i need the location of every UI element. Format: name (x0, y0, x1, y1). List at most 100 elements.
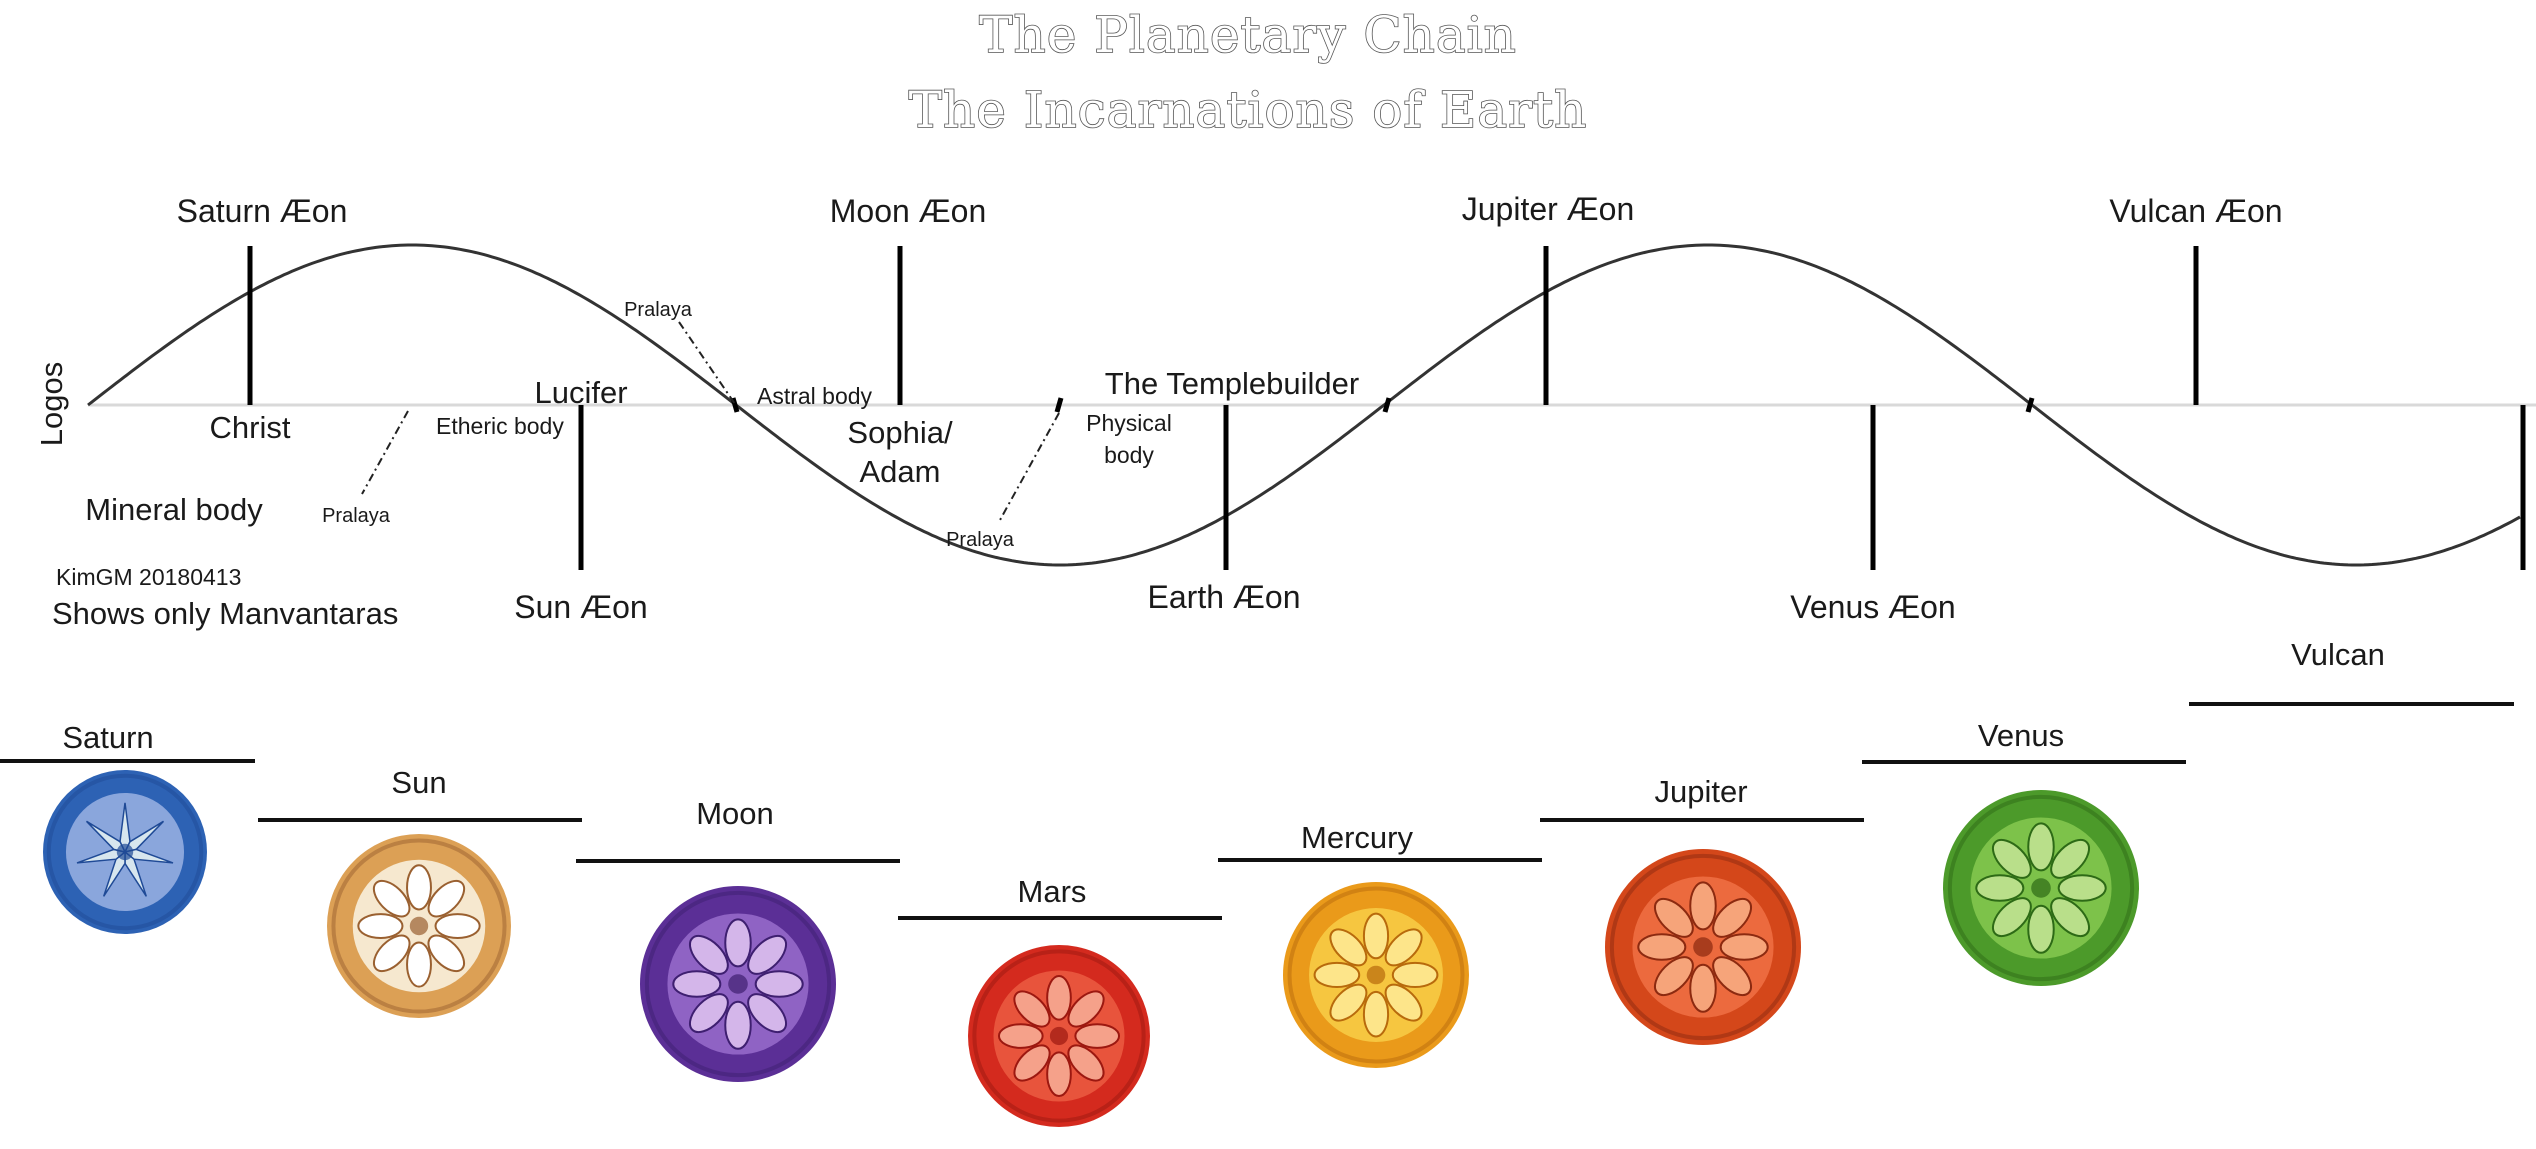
body-etheric: Etheric body (436, 413, 564, 439)
pralaya-leader-2 (678, 321, 736, 405)
emblem-petal (747, 934, 788, 975)
pralaya-leader-1 (361, 410, 409, 495)
emblem-petal (747, 993, 788, 1034)
aeon-label-venus: Venus Æon (1790, 589, 1955, 625)
emblem-rim (644, 890, 832, 1078)
emblem-petal (1362, 912, 1390, 960)
planet-name-mercury: Mercury (1301, 820, 1413, 855)
planet-name-saturn: Saturn (62, 720, 153, 755)
emblem-petal (357, 913, 404, 939)
emblem-petal (688, 993, 729, 1034)
emblem-petal (1067, 1044, 1105, 1082)
aeon-label-saturn: Saturn Æon (177, 193, 348, 229)
pralaya-leader-3 (999, 412, 1060, 521)
planet-emblem-sun (327, 834, 511, 1018)
emblem-petal (997, 1023, 1044, 1049)
aeon-label-sun: Sun Æon (514, 589, 647, 625)
planet-emblem-mars (968, 945, 1150, 1127)
planet-name-sun: Sun (391, 765, 446, 800)
emblem-petal (1719, 933, 1769, 961)
aeon-label-jupiter: Jupiter Æon (1462, 191, 1635, 227)
emblem-rim (46, 773, 204, 931)
emblem-petal (672, 970, 722, 998)
emblem-petal (2050, 897, 2091, 938)
emblem-petal (1391, 961, 1439, 989)
emblem-petal (1653, 897, 1694, 938)
being-christ: Christ (210, 410, 291, 445)
emblem-petal (1329, 983, 1368, 1022)
being-lucifer: Lucifer (534, 375, 627, 410)
emblem-petal (427, 879, 466, 918)
emblem-rim (331, 838, 507, 1014)
emblem-rim (1947, 794, 2135, 982)
body-astral: Astral body (757, 383, 873, 409)
emblem-petal (406, 864, 432, 911)
emblem-petal (724, 1000, 752, 1050)
aeon-label-earth: Earth Æon (1148, 579, 1301, 615)
emblem-petal (427, 934, 466, 973)
crossing-tick-4 (2025, 397, 2035, 413)
emblem-petal (2057, 874, 2107, 902)
emblem-petal (2027, 904, 2055, 954)
diagram-subtitle: The Incarnations of Earth (909, 81, 1588, 139)
emblem-petal (754, 970, 804, 998)
aeon-label-moon: Moon Æon (830, 193, 987, 229)
body-physical-line1: Physical (1086, 410, 1172, 436)
emblem-petal (372, 879, 411, 918)
emblem-petal (434, 913, 481, 940)
emblem-petal (406, 941, 432, 988)
credit-text: KimGM 20180413 (56, 564, 241, 590)
emblem-petal (1329, 928, 1368, 967)
emblem-petal (2050, 838, 2091, 879)
emblem-rim (1609, 853, 1797, 1041)
pralaya-label-2: Pralaya (624, 299, 693, 321)
emblem-petal (1991, 897, 2032, 938)
aeon-label-vulcan: Vulcan Æon (2109, 193, 2282, 229)
pralaya-label-3: Pralaya (946, 529, 1015, 551)
emblem-petal (688, 934, 729, 975)
emblem-petal (1689, 963, 1717, 1013)
emblem-center (1049, 1026, 1069, 1046)
emblem-petal (1653, 956, 1694, 997)
emblem-rim (1287, 886, 1465, 1064)
emblem-petal (1046, 974, 1072, 1021)
planet-name-moon: Moon (696, 796, 774, 831)
planet-name-mars: Mars (1018, 874, 1087, 909)
crossing-tick-1 (730, 397, 740, 413)
emblem-center (728, 974, 748, 994)
diagram-title: The Planetary Chain (979, 6, 1517, 64)
emblem-petal (1712, 897, 1753, 938)
planet-emblem-mercury (1283, 882, 1469, 1068)
emblem-petal (1975, 874, 2025, 902)
emblem-petal (1362, 990, 1390, 1038)
being-templebuilder: The Templebuilder (1105, 366, 1359, 401)
emblem-petal (1046, 1051, 1072, 1098)
emblem-petal (1313, 961, 1361, 989)
emblem-center (409, 916, 429, 936)
pralaya-label-1: Pralaya (322, 505, 391, 527)
emblem-petal (1991, 838, 2032, 879)
emblem-petal (1689, 881, 1717, 931)
emblem-petal (1384, 983, 1423, 1022)
crossing-tick-3 (1382, 397, 1392, 413)
being-sophia-line1: Sophia/ (847, 415, 953, 450)
emblem-petal (1384, 928, 1423, 967)
logos-axis-label: Logos (34, 362, 69, 446)
emblem-petal (1712, 956, 1753, 997)
emblem-petal (1067, 990, 1105, 1028)
emblem-petal (372, 934, 411, 973)
planet-emblem-venus (1943, 790, 2139, 986)
aeon-wave (87, 243, 2521, 567)
emblem-center (116, 843, 134, 861)
planet-name-vulcan: Vulcan (2291, 637, 2385, 672)
being-sophia-line2: Adam (860, 454, 941, 489)
emblem-center (1693, 937, 1713, 957)
emblem-petal (1013, 990, 1051, 1028)
planet-emblem-saturn (43, 770, 207, 934)
note-text: Shows only Manvantaras (52, 596, 398, 631)
emblem-petal (724, 918, 752, 968)
emblem-petal (1074, 1023, 1121, 1049)
crossing-tick-2 (1054, 397, 1064, 413)
emblem-center (2031, 878, 2051, 898)
